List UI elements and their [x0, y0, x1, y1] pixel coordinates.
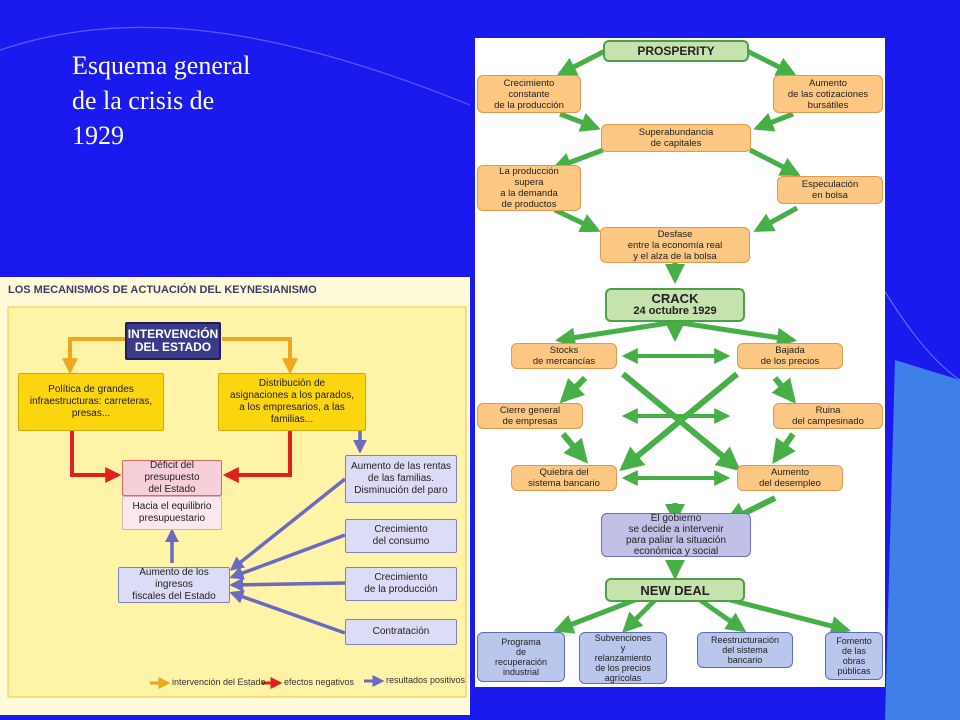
- legend-negativos: efectos negativos: [284, 677, 355, 687]
- keynesianismo-heading: LOS MECANISMOS DE ACTUACIÓN DEL KEYNESIA…: [8, 284, 317, 296]
- crisis-arrows: [551, 48, 851, 636]
- keynesianismo-diagram: LOS MECANISMOS DE ACTUACIÓN DEL KEYNESIA…: [0, 277, 470, 715]
- slide-title: Esquema general de la crisis de 1929: [72, 51, 251, 150]
- contratacion-box: Contratación: [345, 619, 457, 645]
- legend-positivos: resultados positivos: [386, 675, 466, 685]
- new-deal-box: NEW DEAL: [605, 578, 745, 602]
- legend-intervencion: intervención del Estado: [172, 677, 266, 687]
- prosperity-box: PROSPERITY: [603, 40, 749, 62]
